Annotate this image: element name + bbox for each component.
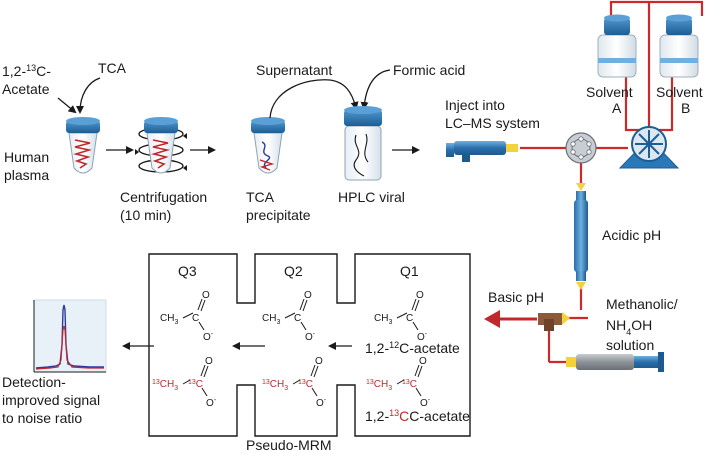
solvent-a-bottle [597, 14, 637, 78]
svg-text:C: C [294, 313, 301, 324]
plasma-label: plasma [4, 167, 49, 183]
methanolic-syringe [566, 352, 664, 372]
svg-text:O-: O- [420, 397, 431, 409]
formic-arrow [360, 69, 391, 110]
svg-text:13CH3: 13CH3 [262, 379, 288, 392]
acetate-12c-label: 1,2-12C-acetate [365, 340, 460, 356]
acetate-12c-q1: CH3 C O O- [374, 290, 428, 343]
svg-text:C: C [192, 313, 199, 324]
acetate-13c-label: 1,2-13CC-acetate [365, 408, 470, 424]
acetate-label-line2: Acetate [2, 81, 50, 97]
svg-text:O: O [304, 290, 312, 301]
acetate-13c-q3: 13CH3 13C O O- [152, 356, 217, 409]
mixing-tee [538, 312, 570, 331]
lc-system: Inject into LC–MS system [445, 0, 704, 372]
acetate-13c-q2: 13CH3 13C O O- [262, 356, 327, 409]
detection-chromatogram [33, 299, 107, 373]
acetate-13c-q1: 13CH3 13C O O- [366, 356, 431, 409]
detection-label-2: improved signal [2, 392, 100, 408]
sample-prep-section: 1,2-13C- Acetate TCA Human plasma [2, 60, 465, 223]
svg-text:13CH3: 13CH3 [366, 379, 392, 392]
tca-arrow [76, 77, 101, 114]
plasma-tube [66, 117, 100, 174]
acetate-12c-q3: CH3 C O O- [160, 290, 214, 343]
solvent-b-label-2: B [681, 100, 690, 116]
tca-label: TCA [98, 60, 127, 76]
lc-column [574, 191, 588, 281]
formic-acid-label: Formic acid [393, 62, 465, 78]
solvent-b-label-1: Solvent [656, 84, 703, 100]
hplc-vial [344, 106, 382, 181]
svg-text:O-: O- [203, 331, 214, 343]
svg-text:13C: 13C [298, 379, 313, 390]
svg-text:13C: 13C [188, 379, 203, 390]
inject-label-1: Inject into [445, 97, 505, 113]
svg-text:O-: O- [206, 397, 217, 409]
lc-pump [618, 126, 680, 169]
column-outlet-connector [576, 282, 586, 290]
human-label: Human [4, 149, 49, 165]
methanolic-label-1: Methanolic/ [606, 296, 678, 312]
basic-ph-arrowhead [484, 310, 500, 328]
centrifuge-tube [135, 117, 187, 174]
methanolic-label-2: NH4OH [606, 317, 652, 337]
tca-precipitate-label-2: precipitate [246, 207, 311, 223]
detection-label-3: to noise ratio [2, 410, 82, 426]
basic-ph-label: Basic pH [488, 289, 544, 305]
svg-text:O: O [202, 290, 210, 301]
svg-text:O: O [315, 356, 323, 367]
q3-label: Q3 [178, 263, 197, 279]
hplc-vial-label: HPLC viral [338, 189, 405, 205]
svg-text:CH3: CH3 [160, 313, 178, 326]
q2-label: Q2 [284, 263, 303, 279]
acetate-label: 1,2-13C- [2, 63, 51, 79]
solvent-a-label-1: Solvent [586, 84, 633, 100]
pseudo-mrm-label: Pseudo-MRM [246, 437, 332, 453]
acetate-arrow [57, 97, 77, 114]
column-inlet-connector [576, 183, 586, 191]
svg-text:O: O [416, 290, 424, 301]
supernatant-label: Supernatant [256, 62, 332, 78]
q1-label: Q1 [400, 263, 419, 279]
svg-text:O-: O- [417, 331, 428, 343]
detection-label-1: Detection- [2, 374, 66, 390]
tca-precipitate-label-1: TCA [246, 189, 275, 205]
svg-text:C: C [406, 313, 413, 324]
pseudo-mrm-box: Q3 Q2 Q1 CH3 C O O- CH3 C O O- CH3 C [122, 253, 471, 453]
inject-label-2: LC–MS system [445, 115, 540, 131]
supernatant-arrow [269, 79, 359, 119]
svg-text:CH3: CH3 [374, 313, 392, 326]
centrifugation-label: Centrifugation [120, 189, 207, 205]
svg-text:13C: 13C [402, 379, 417, 390]
methanolic-label-3: solution [606, 337, 654, 353]
tca-precipitate-tube [251, 117, 285, 174]
acetate-12c-q2: CH3 C O O- [262, 290, 316, 343]
injector-syringe [446, 141, 518, 162]
svg-text:CH3: CH3 [262, 313, 280, 326]
centrifugation-time: (10 min) [120, 207, 171, 223]
svg-text:O: O [419, 356, 427, 367]
svg-text:O: O [205, 356, 213, 367]
svg-text:O-: O- [316, 397, 327, 409]
injection-valve [565, 132, 597, 164]
svg-text:13CH3: 13CH3 [152, 379, 178, 392]
acidic-ph-label: Acidic pH [602, 227, 661, 243]
solvent-b-bottle [659, 14, 699, 78]
svg-text:O-: O- [305, 331, 316, 343]
solvent-a-label-2: A [612, 100, 622, 116]
